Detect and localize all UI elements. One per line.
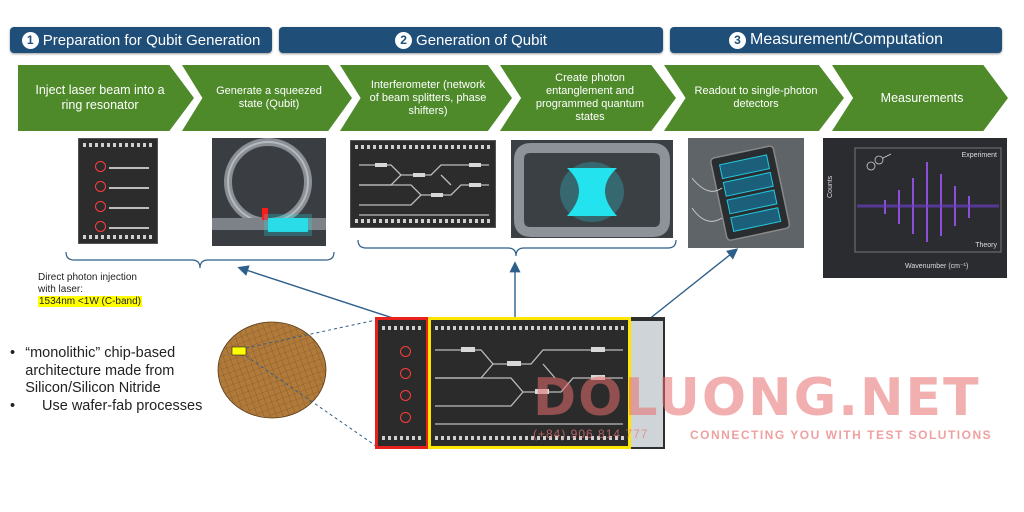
interferometer-chip-image [350, 140, 496, 228]
interferometer-section [428, 317, 631, 449]
stage-2-number: 2 [395, 31, 413, 49]
ring-resonator-chip-image [78, 138, 158, 244]
laser-spec-highlight: 1534nm <1W (C-band) [38, 296, 142, 307]
ring-resonator-section [375, 317, 429, 449]
step-2-chevron: Generate a squeezed state (Qubit) [182, 65, 352, 131]
single-photon-detectors-image [688, 138, 804, 248]
watermark-tagline: CONNECTING YOU WITH TEST SOLUTIONS [690, 428, 993, 442]
watermark-phone: (+84) 906 814 777 [533, 427, 649, 441]
measurement-plot: Experiment Theory Counts Wavenumber (cm⁻… [823, 138, 1007, 278]
injection-line-2: with laser: [38, 284, 84, 295]
step-1-label: Inject laser beam into a ring resonator [35, 83, 165, 112]
step-2-label: Generate a squeezed state (Qubit) [216, 85, 322, 110]
step-6-label: Measurements [880, 90, 964, 105]
stage-2-label: Generation of Qubit [416, 31, 547, 49]
bullet-item: •Use wafer-fab processes [10, 397, 203, 414]
photon-entanglement-image [511, 140, 673, 238]
bullet-text-wafer-fab: Use wafer-fab processes [42, 397, 203, 414]
bullet-text-monolithic: “monolithic” chip-based architecture mad… [25, 345, 176, 396]
plot-legend-theory: Theory [975, 242, 997, 249]
step-5-label: Readout to single-photon detectors [694, 85, 818, 110]
step-6-chevron: Measurements [832, 65, 1008, 131]
stage-1-bar: 1 Preparation for Qubit Generation [10, 27, 272, 53]
stage-3-bar: 3 Measurement/Computation [670, 27, 1002, 53]
stage-3-label: Measurement/Computation [750, 31, 943, 48]
injection-line-1: Direct photon injection [38, 272, 137, 283]
injection-caption: Direct photon injection with laser: 1534… [38, 272, 142, 308]
integrated-photonic-chip [375, 317, 665, 449]
bullet-item: •“monolithic” chip-based architecture ma… [6, 345, 236, 398]
feature-bullet-list: •“monolithic” chip-based architecture ma… [6, 345, 236, 415]
stage-1-label: Preparation for Qubit Generation [42, 31, 261, 49]
stage-2-bar: 2 Generation of Qubit [279, 27, 663, 53]
step-5-chevron: Readout to single-photon detectors [664, 65, 844, 131]
plot-xlabel: Wavenumber (cm⁻¹) [905, 263, 969, 270]
right-curly-brace [357, 239, 677, 257]
squeezed-state-image [212, 138, 326, 246]
step-1-chevron: Inject laser beam into a ring resonator [18, 65, 194, 131]
step-3-chevron: Interferometer (network of beam splitter… [340, 65, 512, 131]
detector-section [631, 321, 663, 447]
plot-ylabel: Counts [827, 175, 834, 198]
stage-1-number: 1 [21, 31, 39, 49]
watermark-brand: DOLUONG.NET [533, 368, 981, 428]
step-4-label: Create photon entanglement and programme… [535, 72, 645, 123]
left-curly-brace [65, 251, 335, 269]
stage-3-number: 3 [729, 31, 746, 49]
zoom-dashed-lines [245, 319, 377, 447]
step-3-label: Interferometer (network of beam splitter… [369, 78, 487, 117]
plot-legend-experiment: Experiment [961, 152, 997, 159]
step-4-chevron: Create photon entanglement and programme… [500, 65, 676, 131]
